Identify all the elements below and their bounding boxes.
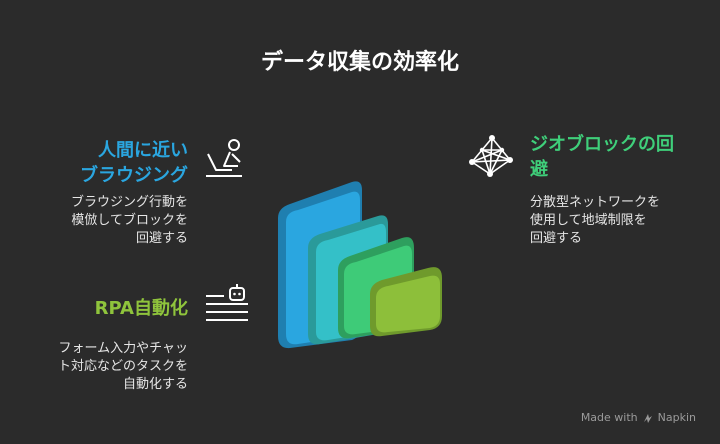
left-top-description: ブラウジング行動を 模倣してブロックを 回避する bbox=[20, 194, 188, 248]
left-top-desc-line2: 模倣してブロックを bbox=[71, 213, 188, 228]
made-with-label: Made with bbox=[580, 411, 638, 424]
left-top-desc-line1: ブラウジング行動を bbox=[70, 195, 188, 210]
right-top-desc-line3: 回避する bbox=[530, 231, 583, 246]
page-title: データ収集の効率化 bbox=[260, 50, 459, 75]
network-mesh-icon bbox=[469, 135, 513, 177]
right-top-title-line1: ジオブロックの回 bbox=[530, 134, 674, 155]
right-top-desc-line2: 使用して地域制限を bbox=[530, 213, 647, 228]
layer-4 bbox=[370, 267, 442, 337]
stacked-layers-graphic bbox=[278, 181, 442, 349]
footer: Made with Napkin bbox=[581, 411, 696, 424]
left-top-desc-line3: 回避する bbox=[135, 231, 188, 246]
left-bottom-desc-line1: フォーム入力やチャッ bbox=[58, 341, 188, 356]
left-bottom-desc-line2: ト対応などのタスクを bbox=[57, 359, 188, 374]
left-bottom-desc-line3: 自動化する bbox=[122, 377, 188, 392]
right-top-desc-line1: 分散型ネットワークを bbox=[530, 195, 661, 210]
napkin-logo-icon bbox=[643, 413, 652, 423]
napkin-brand-label: Napkin bbox=[657, 411, 696, 424]
right-top-description: 分散型ネットワークを 使用して地域制限を 回避する bbox=[530, 194, 710, 248]
left-top-title-line2: ブラウジング bbox=[80, 165, 188, 186]
left-bottom-title: RPA自動化 bbox=[40, 296, 188, 321]
person-at-laptop-icon bbox=[206, 139, 242, 177]
left-top-title-line1: 人間に近い bbox=[98, 140, 188, 161]
right-top-title: ジオブロックの回 避 bbox=[530, 132, 700, 182]
right-top-title-line2: 避 bbox=[530, 159, 548, 180]
robot-task-icon bbox=[206, 284, 248, 321]
left-bottom-description: フォーム入力やチャッ ト対応などのタスクを 自動化する bbox=[10, 340, 188, 394]
left-bottom-title-line1: RPA自動化 bbox=[94, 298, 188, 319]
left-top-title: 人間に近い ブラウジング bbox=[40, 138, 188, 188]
